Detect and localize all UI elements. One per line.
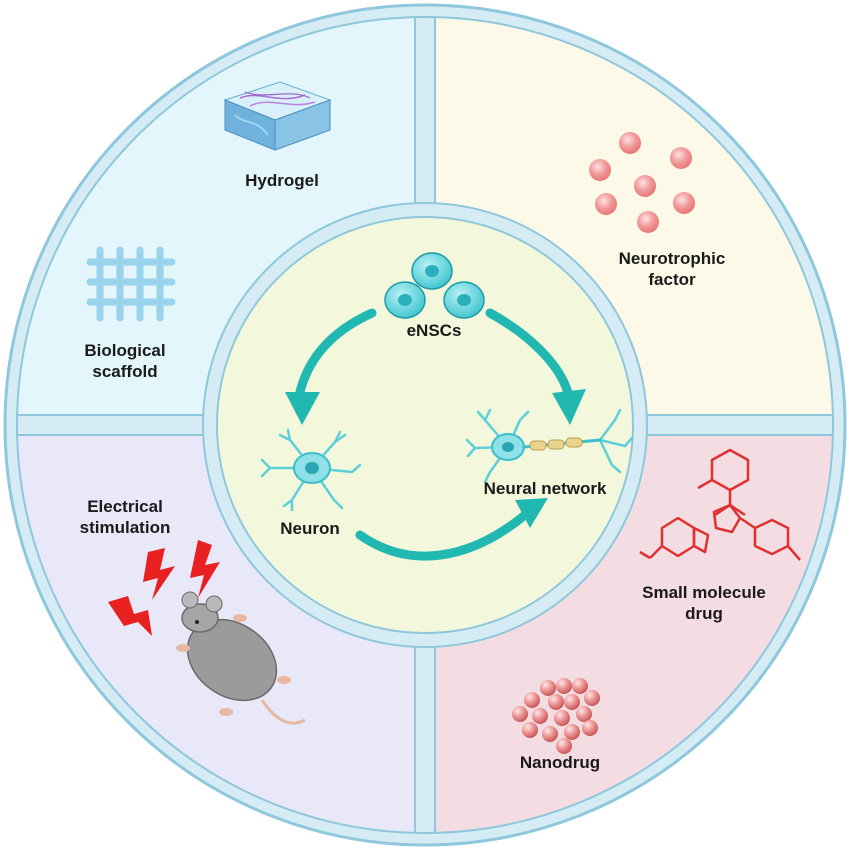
hydrogel-block-icon [223, 81, 332, 151]
neurotrophic-spheres-icon [589, 132, 695, 233]
mouse-lightning-icon [108, 540, 306, 725]
arrow-neuron-to-network [355, 510, 530, 561]
differentiation-arrows [285, 308, 586, 561]
center-circle [216, 216, 634, 634]
lightning-bolt-icon [143, 548, 175, 600]
nanodrug-label: Nanodrug [519, 753, 601, 772]
hydrogel-label: Hydrogel [245, 171, 319, 190]
neuron-label: Neuron [280, 519, 340, 538]
ensc-cells-icon [384, 252, 485, 319]
biological-scaffold-label: Biological scaffold [84, 341, 166, 381]
neural-network-icon [465, 408, 634, 484]
arrow-to-network [485, 308, 573, 398]
molecule-structure-icon [639, 448, 801, 561]
scaffold-mesh-icon [86, 246, 176, 322]
mouse-body [186, 618, 278, 702]
neurotrophic-factor-label: Neurotrophic factor [618, 249, 726, 289]
arrow-to-neuron [295, 308, 377, 397]
neuron-icon [260, 428, 362, 512]
electrical-stimulation-label: Electrical stimulation [79, 497, 171, 537]
small-molecule-drug-label: Small molecule drug [642, 583, 766, 623]
ensc-label: eNSCs [406, 321, 462, 340]
nanoparticle-cluster-icon [512, 678, 600, 754]
neural-network-label: Neural network [483, 479, 607, 498]
